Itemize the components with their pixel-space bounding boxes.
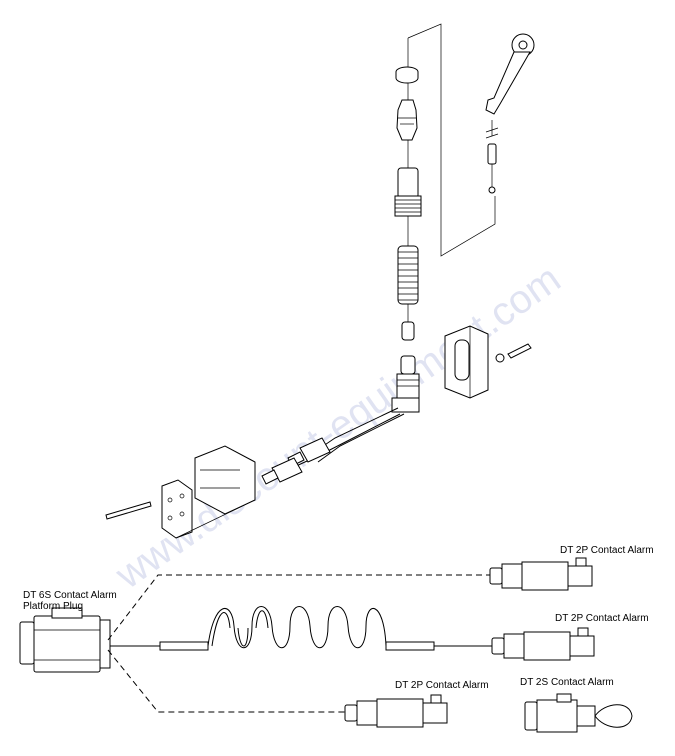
dt2p-bottom-label: DT 2P Contact Alarm [395,680,489,691]
dt2p-middle-label: DT 2P Contact Alarm [555,613,649,624]
mount-plate [161,445,256,539]
coil-cord [110,606,492,651]
dt2p-connector-bottom [344,694,448,728]
side-bracket [444,325,489,399]
lever-arm [485,33,535,194]
spring [397,245,419,305]
dt2p-connector-middle [491,627,595,661]
watermark: www.discount-equipment.com [107,257,568,598]
exploded-switch-assembly [105,23,535,539]
pigtail-connectors [261,437,331,485]
dt2p-connector-top [489,557,593,591]
wiring-harness [19,557,633,733]
platform-plug-label-line1: DT 6S Contact Alarm [23,590,117,601]
dt6s-platform-plug [19,607,111,673]
dt2s-connector [524,693,633,733]
platform-plug-label-line2: Platform Plug [23,601,83,612]
dt2p-top-label: DT 2P Contact Alarm [560,545,654,556]
dt2s-label: DT 2S Contact Alarm [520,677,614,688]
switch-body [391,355,420,413]
